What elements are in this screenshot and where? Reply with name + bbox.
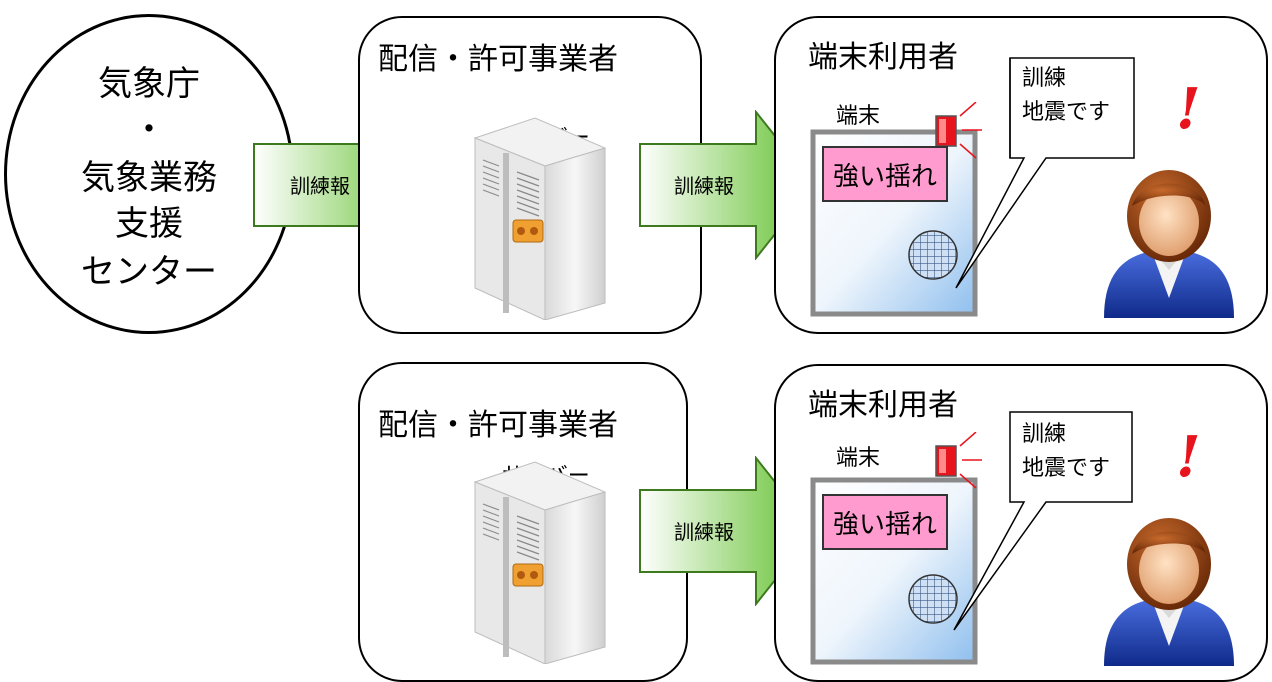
source-line-3: 気象業務 (81, 158, 217, 198)
user-box-1: 端末利用者 端末 強い揺れ 訓練 地震です ! (774, 16, 1268, 334)
speech-line-2: 地震です (1022, 100, 1111, 125)
user-title: 端末利用者 (808, 40, 958, 75)
server-icon (473, 461, 607, 664)
arrow-label: 訓練報 (674, 520, 734, 544)
speech-line-1: 訓練 (1022, 422, 1067, 447)
arrow-label: 訓練報 (290, 174, 350, 198)
person-icon (1104, 518, 1234, 666)
source-line-2: ・ (132, 110, 166, 150)
source-line-4: 支援 (115, 204, 183, 244)
source-line-5: センター (81, 252, 217, 292)
speech-line-2: 地震です (1022, 456, 1111, 481)
screen-display: 強い揺れ (822, 494, 948, 550)
provider-title: 配信・許可事業者 (378, 42, 618, 77)
alert-light-icon (935, 432, 982, 489)
device-label: 端末 (836, 446, 881, 471)
screen-display: 強い揺れ (822, 146, 948, 202)
exclamation-icon: ! (1176, 424, 1201, 490)
device-label: 端末 (836, 104, 881, 129)
arrow-label: 訓練報 (674, 174, 734, 198)
user-title: 端末利用者 (808, 388, 958, 423)
exclamation-icon: ! (1176, 76, 1201, 142)
speech-line-1: 訓練 (1022, 66, 1067, 91)
speaker-icon (908, 230, 958, 280)
user-box-2: 端末利用者 端末 強い揺れ 訓練 地震です ! (774, 364, 1268, 682)
server-icon (473, 117, 607, 320)
provider-box-1: 配信・許可事業者 サーバー (358, 16, 702, 334)
source-circle: 気象庁 ・ 気象業務 支援 センター (4, 14, 294, 334)
source-line-1: 気象庁 (98, 64, 200, 104)
speech-callout (955, 57, 1135, 289)
provider-title: 配信・許可事業者 (378, 408, 618, 443)
person-icon (1104, 170, 1234, 318)
provider-box-2: 配信・許可事業者 サーバー (358, 362, 688, 682)
speaker-icon (908, 574, 958, 624)
speech-callout (953, 411, 1133, 631)
